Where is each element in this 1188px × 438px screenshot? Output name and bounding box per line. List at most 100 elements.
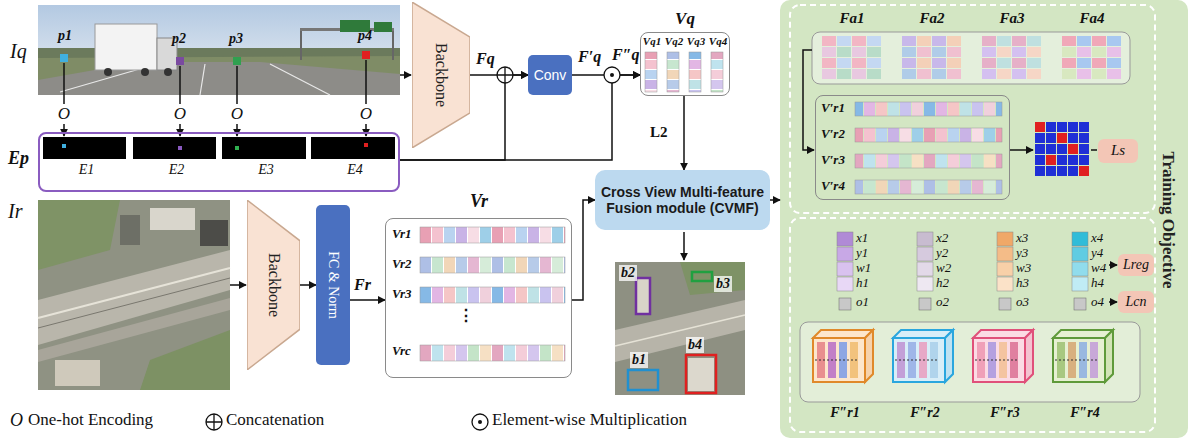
node-text: E1 xyxy=(79,162,95,178)
multiply-symbol xyxy=(604,67,620,83)
box-output-vectors xyxy=(1072,277,1088,291)
output-label: w3 xyxy=(1016,261,1031,276)
output-label: y4 xyxy=(1091,246,1103,261)
street-photo xyxy=(38,62,400,95)
feature-label: Fa1 xyxy=(839,10,864,27)
node-text: Vr1 xyxy=(392,227,412,242)
flow-arrow xyxy=(179,66,181,136)
feature-cubes xyxy=(813,330,873,338)
legend-symbol: O xyxy=(10,410,23,431)
training-panel: Training ObjectiveV′r1V′r2V′r3V′r4LsLreg… xyxy=(780,0,1188,438)
output-label: x1 xyxy=(856,231,868,246)
node-text: Ls xyxy=(1111,142,1125,159)
output-label: h4 xyxy=(1091,276,1104,291)
flow-arrow xyxy=(64,50,1117,302)
node-text: V′r4 xyxy=(821,179,845,194)
attention-maps xyxy=(982,36,1042,80)
box-output-vectors xyxy=(837,277,853,291)
feature-cubes xyxy=(1055,360,1099,361)
encoding-symbol: O xyxy=(56,104,72,124)
vector-strips xyxy=(420,345,565,361)
point-label: p3 xyxy=(229,31,243,47)
edge-label: L2 xyxy=(650,124,668,141)
point-label: p1 xyxy=(58,28,72,44)
box-output-vectors xyxy=(1074,298,1086,310)
loss-box: Ls xyxy=(1098,139,1138,163)
flow-arrow xyxy=(1091,149,1097,151)
point-label: p2 xyxy=(172,31,186,47)
output-label: o3 xyxy=(1016,295,1029,310)
multiply-symbol xyxy=(610,73,614,77)
loss-box: Lcn xyxy=(1118,291,1154,313)
feature-cubes xyxy=(973,330,1033,338)
vector-strips xyxy=(420,287,565,303)
box-label: b4 xyxy=(686,337,704,353)
vector-box: V′r1V′r2V′r3V′r4 xyxy=(815,95,1010,200)
aerial-photo xyxy=(38,298,230,362)
street-photo xyxy=(374,22,392,32)
flow-arrow xyxy=(230,284,246,286)
backbone-shape xyxy=(412,2,470,148)
node-text: V′r1 xyxy=(821,101,845,116)
reference-vector-box: VrVr1Vr2Vr3⋮Vrc xyxy=(385,218,572,378)
output-label: h3 xyxy=(1016,276,1029,291)
encoding-map xyxy=(62,144,66,148)
box-label: b1 xyxy=(630,352,648,368)
feature-cubes xyxy=(975,360,1019,361)
vector-strips xyxy=(420,227,565,243)
node-text: ⋮ xyxy=(458,307,474,325)
training-panel-ground xyxy=(790,5,1155,213)
output-label: w4 xyxy=(1091,261,1106,276)
aerial-photo xyxy=(55,360,100,386)
point-label: p4 xyxy=(358,28,372,44)
node-text: Vr2 xyxy=(392,257,412,272)
similarity-matrix xyxy=(1079,166,1089,176)
output-label: x2 xyxy=(936,231,948,246)
feature-cubes xyxy=(800,322,1140,402)
aerial-photo xyxy=(200,220,228,246)
attention-maps xyxy=(812,32,1130,84)
vector-strips xyxy=(645,52,657,92)
street-photo xyxy=(38,5,400,95)
node-text: Backbone xyxy=(432,43,450,107)
aerial-photo xyxy=(38,200,230,390)
feature-cubes xyxy=(813,338,865,382)
feature-cubes xyxy=(865,330,873,382)
encoding-map xyxy=(178,146,182,150)
localization-map xyxy=(615,315,745,346)
feature-cubes xyxy=(893,338,945,382)
loss-box: Lreg xyxy=(1118,254,1154,276)
position-encoding-box: EpE1E2E3E4 xyxy=(38,132,400,192)
node-text: Backbone xyxy=(264,253,282,317)
similarity-matrix xyxy=(1046,155,1056,165)
output-label: y3 xyxy=(1016,246,1028,261)
vector-strips xyxy=(689,52,701,92)
attention-maps xyxy=(902,36,962,80)
feature-label: F″r3 xyxy=(990,405,1020,421)
backbone-block: Backbone xyxy=(412,2,470,148)
aerial-photo xyxy=(120,215,140,245)
box-output-vectors xyxy=(997,247,1013,261)
aerial-photo xyxy=(38,200,120,270)
encoding-symbol: O xyxy=(229,104,245,124)
legend-text: Concatenation xyxy=(226,410,324,430)
node-text: Vq1 xyxy=(643,35,661,48)
multiply-symbol xyxy=(472,414,488,430)
node-text: Vrc xyxy=(392,344,411,359)
output-label: h2 xyxy=(936,276,949,291)
attention-maps xyxy=(822,36,882,80)
node-text: Vq3 xyxy=(687,35,705,48)
attention-maps xyxy=(1062,36,1122,80)
node-text: Lcn xyxy=(1126,294,1147,310)
street-photo xyxy=(104,68,112,76)
connector xyxy=(300,284,316,286)
localization-map xyxy=(680,262,745,295)
encoding-map xyxy=(235,146,239,150)
localization-map xyxy=(615,262,745,395)
street-photo xyxy=(164,68,172,76)
conv-block: Conv xyxy=(528,55,572,95)
flow-arrow xyxy=(400,74,411,76)
node-text: Conv xyxy=(534,67,567,83)
legend-text: One-hot Encoding xyxy=(28,410,153,430)
